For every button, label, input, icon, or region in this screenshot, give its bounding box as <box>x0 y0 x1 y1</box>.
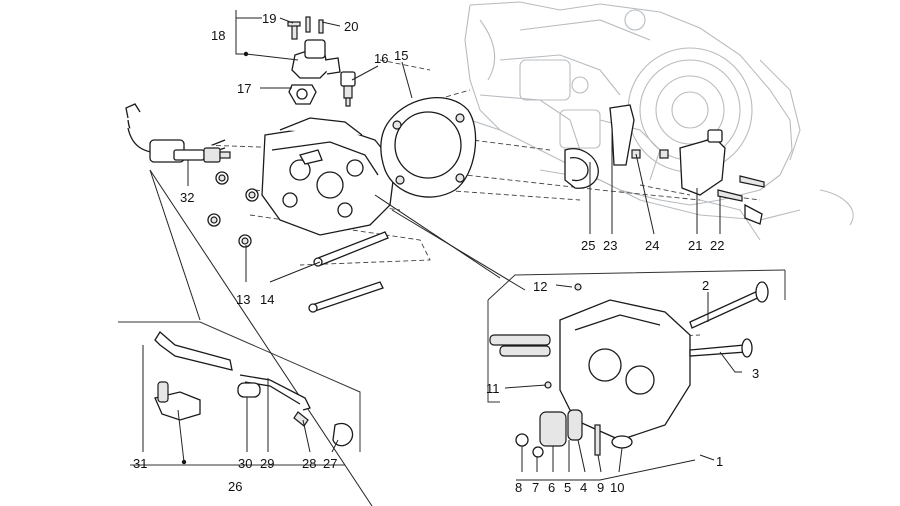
label-31: 31 <box>133 456 147 471</box>
label-23: 23 <box>603 238 617 253</box>
label-6: 6 <box>548 480 555 495</box>
label-28: 28 <box>302 456 316 471</box>
part-labels: 1 2 3 4 5 6 7 8 9 10 11 12 13 14 15 16 1… <box>133 11 759 495</box>
label-5: 5 <box>564 480 571 495</box>
label-22: 22 <box>710 238 724 253</box>
label-29: 29 <box>260 456 274 471</box>
label-1: 1 <box>716 454 723 469</box>
actuator-group <box>564 104 765 225</box>
label-19: 19 <box>262 11 276 26</box>
label-16: 16 <box>374 51 388 66</box>
label-30: 30 <box>238 456 252 471</box>
label-7: 7 <box>532 480 539 495</box>
label-12: 12 <box>533 279 547 294</box>
label-32: 32 <box>180 190 194 205</box>
detail-box-hoses <box>118 169 373 506</box>
label-8: 8 <box>515 480 522 495</box>
label-4: 4 <box>580 480 587 495</box>
temperature-sensor <box>340 71 356 107</box>
leader-lines <box>142 10 742 481</box>
label-21: 21 <box>688 238 702 253</box>
label-3: 3 <box>752 366 759 381</box>
label-26: 26 <box>228 479 242 494</box>
cylinder-head-main <box>261 117 396 236</box>
label-17: 17 <box>237 81 251 96</box>
head-studs <box>308 231 389 313</box>
thermostat-group <box>287 16 341 105</box>
label-20: 20 <box>344 19 358 34</box>
label-11: 11 <box>486 381 500 396</box>
label-18: 18 <box>211 28 225 43</box>
head-gasket <box>380 97 477 198</box>
label-10: 10 <box>610 480 624 495</box>
detail-box-valves <box>374 194 786 458</box>
head-nuts <box>207 171 259 248</box>
label-24: 24 <box>645 238 659 253</box>
label-25: 25 <box>581 238 595 253</box>
spark-plug-group <box>125 103 231 163</box>
label-15: 15 <box>394 48 408 63</box>
label-9: 9 <box>597 480 604 495</box>
engine-background <box>429 1 854 241</box>
label-13: 13 <box>236 292 250 307</box>
label-14: 14 <box>260 292 274 307</box>
label-27: 27 <box>323 456 337 471</box>
label-2: 2 <box>702 278 709 293</box>
